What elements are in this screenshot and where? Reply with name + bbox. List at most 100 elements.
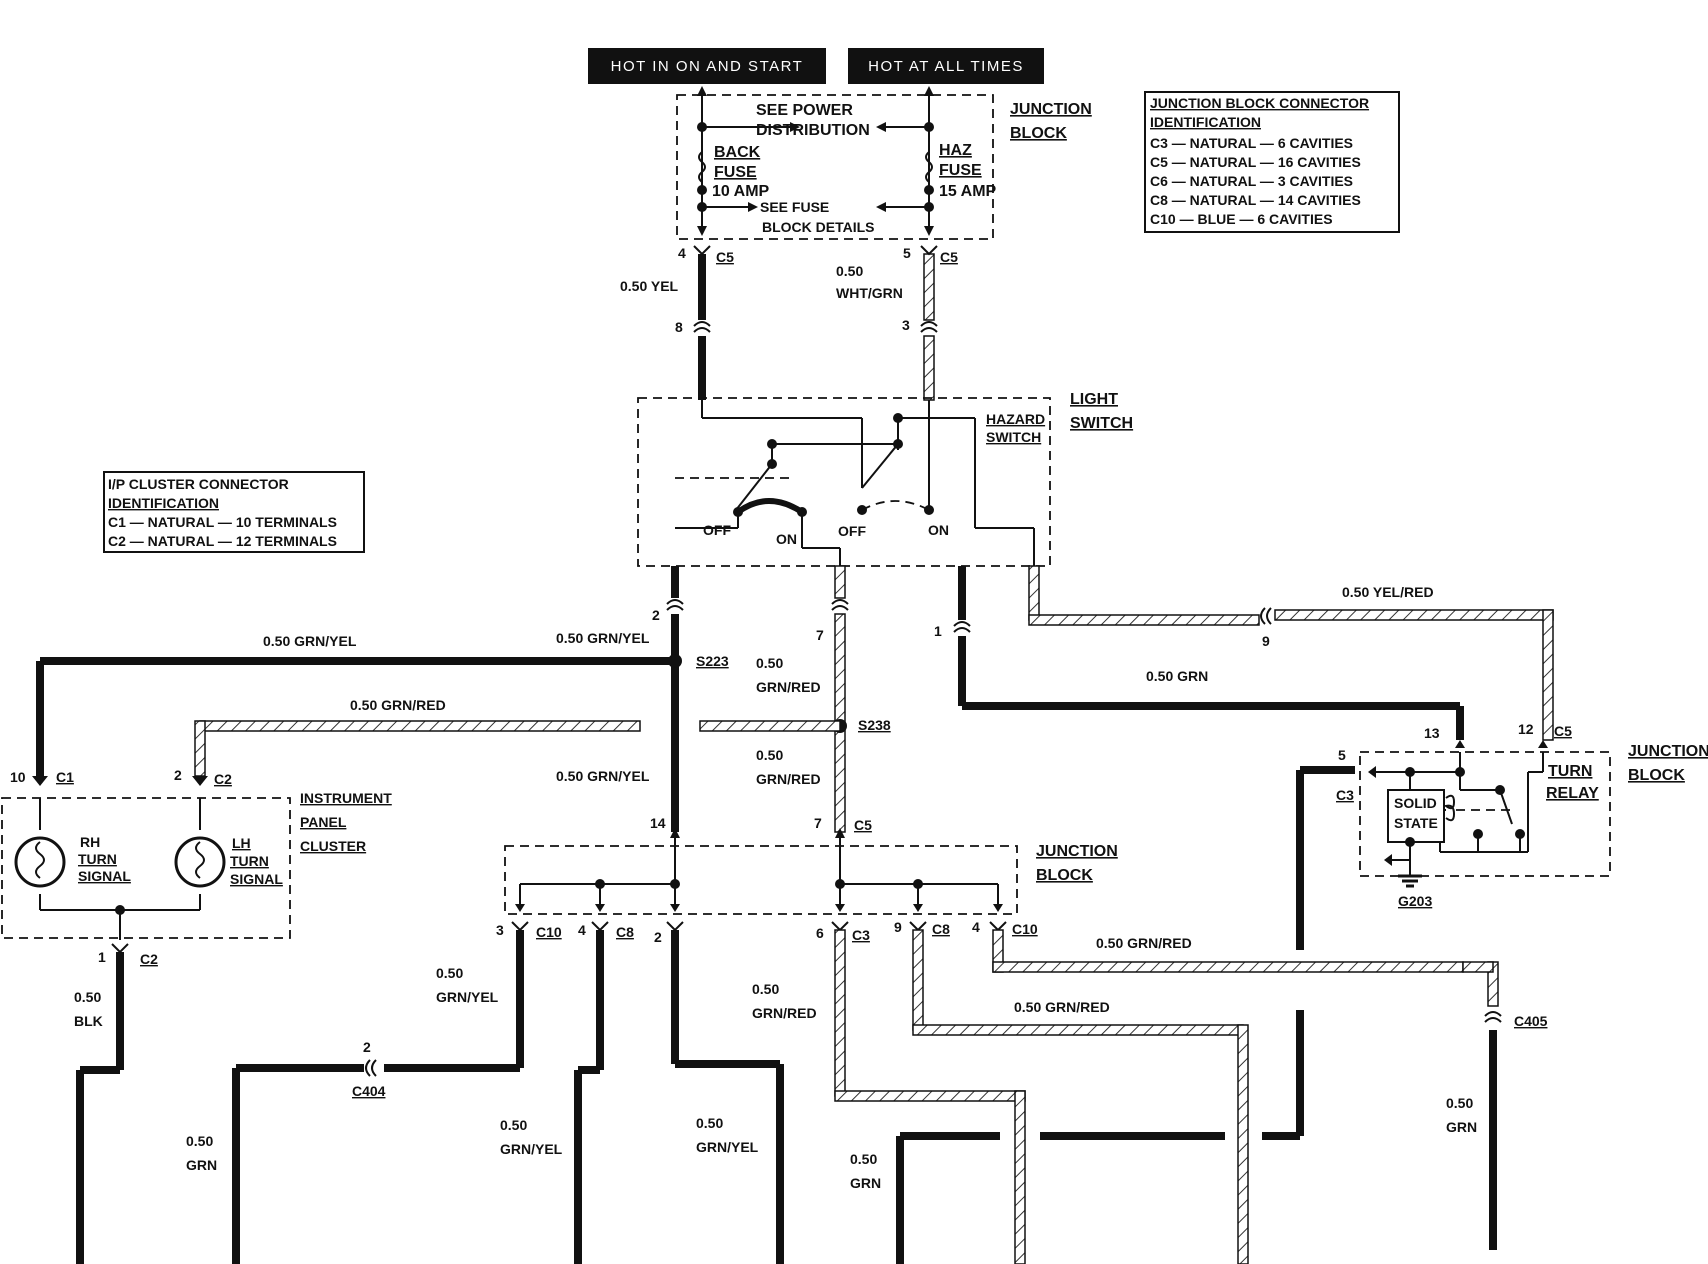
wire-blk <box>76 943 129 1264</box>
wire-grn-yel-main <box>32 566 684 832</box>
wire-label: 0.50 GRN/YEL <box>263 633 357 649</box>
wire-label: GRN/RED <box>756 771 821 787</box>
back-fuse-amp: 10 AMP <box>712 183 770 200</box>
wire-grn-relay <box>953 566 1464 740</box>
hazard-switch-label-2: SWITCH <box>986 429 1041 445</box>
wire-label: GRN <box>850 1175 881 1191</box>
header-hot-all-times: HOT AT ALL TIMES <box>848 48 1044 84</box>
wire-label: 0.50 YEL/RED <box>1342 584 1434 600</box>
ip-connector-row: C1 — NATURAL — 10 TERMINALS <box>108 514 337 530</box>
wire-label: 0.50 <box>1446 1095 1473 1111</box>
connector-label: C1 <box>56 769 74 785</box>
pin-label: 5 <box>903 245 911 261</box>
right-junction-title-2: BLOCK <box>1628 767 1685 784</box>
wire-label: 0.50 GRN/RED <box>1014 999 1110 1015</box>
wire-yel-red <box>1028 565 1554 741</box>
connector-label: C3 <box>1336 787 1354 803</box>
pin-label: 9 <box>894 919 902 935</box>
connector-label: C8 <box>616 924 634 940</box>
pin-label: 4 <box>578 922 586 938</box>
connector-label: C5 <box>1554 723 1572 739</box>
top-junction-title-2: BLOCK <box>1010 125 1067 142</box>
wire-label: 0.50 <box>836 263 863 279</box>
wire-grn-red-main <box>192 565 849 833</box>
wire-label: GRN/YEL <box>436 989 499 1005</box>
ip-connector-row: C2 — NATURAL — 12 TERMINALS <box>108 533 337 549</box>
wire-label: 0.50 <box>500 1117 527 1133</box>
solid-state-label-1: SOLID <box>1394 795 1437 811</box>
pin-label: 5 <box>1338 747 1346 763</box>
jb-connector-title-1: JUNCTION BLOCK CONNECTOR <box>1150 95 1369 111</box>
back-fuse-label-1: BACK <box>714 144 761 161</box>
light-switch-title-1: LIGHT <box>1070 391 1118 408</box>
lh-turn-signal-label-1: LH <box>232 835 251 851</box>
wire-label: 0.50 <box>74 989 101 1005</box>
pin-label: 2 <box>652 607 660 623</box>
connector-label: C405 <box>1514 1013 1548 1029</box>
wire-label: 0.50 <box>696 1115 723 1131</box>
hazard-switch-label-1: HAZARD <box>986 411 1045 427</box>
pin-label: 2 <box>174 767 182 783</box>
pin-label: 10 <box>10 769 26 785</box>
wire-label: 0.50 GRN <box>1146 668 1208 684</box>
switch-on-label: ON <box>776 531 797 547</box>
pin-label: 7 <box>816 627 824 643</box>
right-junction-title-1: JUNCTION <box>1628 743 1708 760</box>
splice-label: S238 <box>858 717 891 733</box>
ground-label: G203 <box>1398 893 1432 909</box>
pin-label: 1 <box>98 949 106 965</box>
jb-connector-title-2: IDENTIFICATION <box>1150 114 1261 130</box>
header-hot-run-start-label: HOT IN ON AND START <box>611 58 804 75</box>
wire-grn-yel-c8 <box>574 921 609 1264</box>
lh-turn-signal-label-2: TURN <box>230 853 269 869</box>
jb-connector-row: C6 — NATURAL — 3 CAVITIES <box>1150 173 1353 189</box>
wire-label: GRN/YEL <box>500 1141 563 1157</box>
connector-label: C5 <box>716 249 734 265</box>
cluster-title-3: CLUSTER <box>300 838 366 854</box>
connector-label: C5 <box>940 249 958 265</box>
wire-label: 0.50 GRN/RED <box>350 697 446 713</box>
ip-connector-id-box: I/P CLUSTER CONNECTOR IDENTIFICATION C1 … <box>103 471 365 553</box>
fuse-details-label-2: BLOCK DETAILS <box>762 219 875 235</box>
light-switch-title-2: SWITCH <box>1070 415 1133 432</box>
top-junction-title-1: JUNCTION <box>1010 101 1092 118</box>
switch-on-label: ON <box>928 522 949 538</box>
haz-fuse-amp: 15 AMP <box>939 183 997 200</box>
mid-junction-title-2: BLOCK <box>1036 867 1093 884</box>
haz-fuse-label-1: HAZ <box>939 142 972 159</box>
wire-grn-yel-c10 <box>232 921 529 1264</box>
wire-label: 0.50 <box>436 965 463 981</box>
jb-connector-row: C3 — NATURAL — 6 CAVITIES <box>1150 135 1353 151</box>
wire-label: 0.50 GRN/YEL <box>556 768 650 784</box>
header-hot-run-start: HOT IN ON AND START <box>588 48 826 84</box>
pin-label: 3 <box>496 922 504 938</box>
connector-label: C3 <box>852 927 870 943</box>
turn-relay-label-1: TURN <box>1548 763 1592 780</box>
pin-label: 2 <box>654 929 662 945</box>
connector-label: C10 <box>1012 921 1038 937</box>
wire-grn-yel-2 <box>666 921 784 1264</box>
pin-label: 4 <box>678 245 686 261</box>
haz-fuse-label-2: FUSE <box>939 162 982 179</box>
pin-label: 2 <box>363 1039 371 1055</box>
ip-connector-title-1: I/P CLUSTER CONNECTOR <box>108 476 289 492</box>
cluster-title-2: PANEL <box>300 814 347 830</box>
connector-label: C404 <box>352 1083 386 1099</box>
back-fuse-label-2: FUSE <box>714 164 757 181</box>
header-hot-all-times-label: HOT AT ALL TIMES <box>868 58 1024 75</box>
power-dist-label-1: SEE POWER <box>756 102 853 119</box>
power-dist-label-2: DISTRIBUTION <box>756 122 870 139</box>
lh-turn-signal-label-3: SIGNAL <box>230 871 283 887</box>
wire-label: 0.50 YEL <box>620 278 679 294</box>
wire-label: WHT/GRN <box>836 285 903 301</box>
rh-turn-signal-label-3: SIGNAL <box>78 868 131 884</box>
wire-label: GRN <box>186 1157 217 1173</box>
pin-label: 8 <box>675 319 683 335</box>
jb-connector-row: C5 — NATURAL — 16 CAVITIES <box>1150 154 1361 170</box>
ip-connector-title-2: IDENTIFICATION <box>108 495 219 511</box>
mid-junction-title-1: JUNCTION <box>1036 843 1118 860</box>
solid-state-label-2: STATE <box>1394 815 1438 831</box>
connector-label: C10 <box>536 924 562 940</box>
wire-grn-red-c8b <box>909 921 1249 1264</box>
